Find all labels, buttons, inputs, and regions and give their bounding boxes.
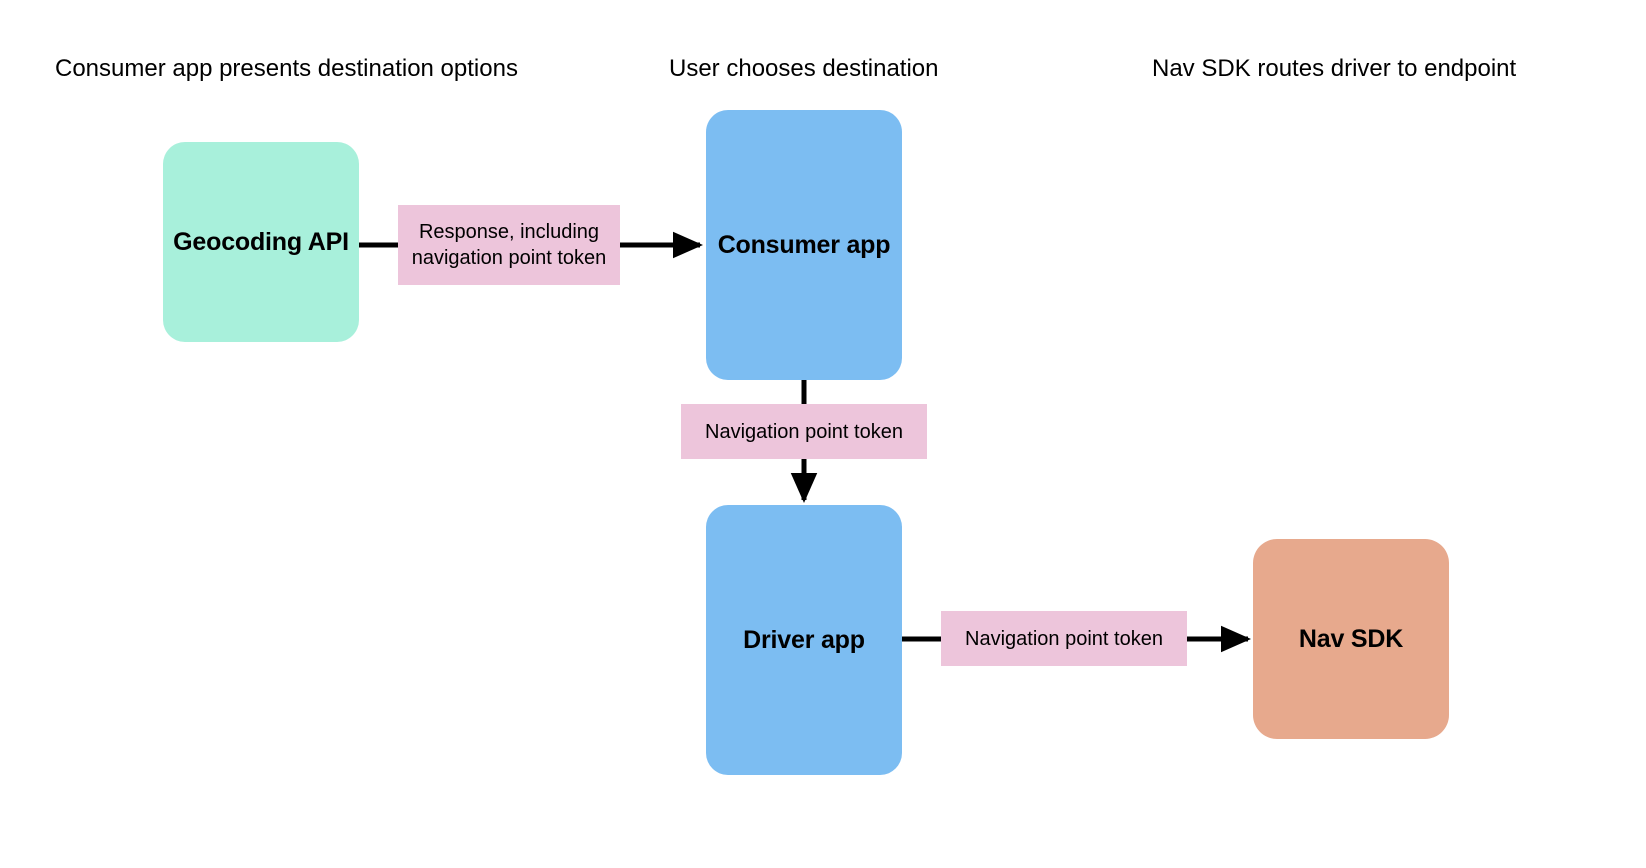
- node-geocoding-api[interactable]: Geocoding API: [163, 142, 359, 342]
- edge-label-navigation-point-token-driver-to-navsdk: Navigation point token: [941, 611, 1187, 666]
- node-consumer-app-label: Consumer app: [717, 230, 891, 259]
- edge-label-response-text: Response, including navigation point tok…: [411, 221, 607, 269]
- edge-label-token-mid-text: Navigation point token: [705, 420, 903, 443]
- node-nav-sdk[interactable]: Nav SDK: [1253, 539, 1449, 739]
- edge-label-navigation-point-token-consumer-to-driver: Navigation point token: [681, 404, 927, 459]
- node-driver-app[interactable]: Driver app: [706, 505, 902, 775]
- column-heading-user-chooses: User chooses destination: [669, 55, 939, 82]
- column-heading-consumer-app: Consumer app presents destination option…: [55, 55, 518, 82]
- node-driver-app-label: Driver app: [743, 625, 865, 654]
- node-geocoding-api-label: Geocoding API: [173, 227, 349, 256]
- node-nav-sdk-label: Nav SDK: [1298, 624, 1404, 653]
- edge-label-token-bottom-text: Navigation point token: [965, 627, 1163, 650]
- edge-label-response-including-navigation-point-token: Response, including navigation point tok…: [398, 205, 620, 285]
- node-consumer-app[interactable]: Consumer app: [706, 110, 902, 380]
- column-heading-nav-sdk: Nav SDK routes driver to endpoint: [1152, 55, 1517, 82]
